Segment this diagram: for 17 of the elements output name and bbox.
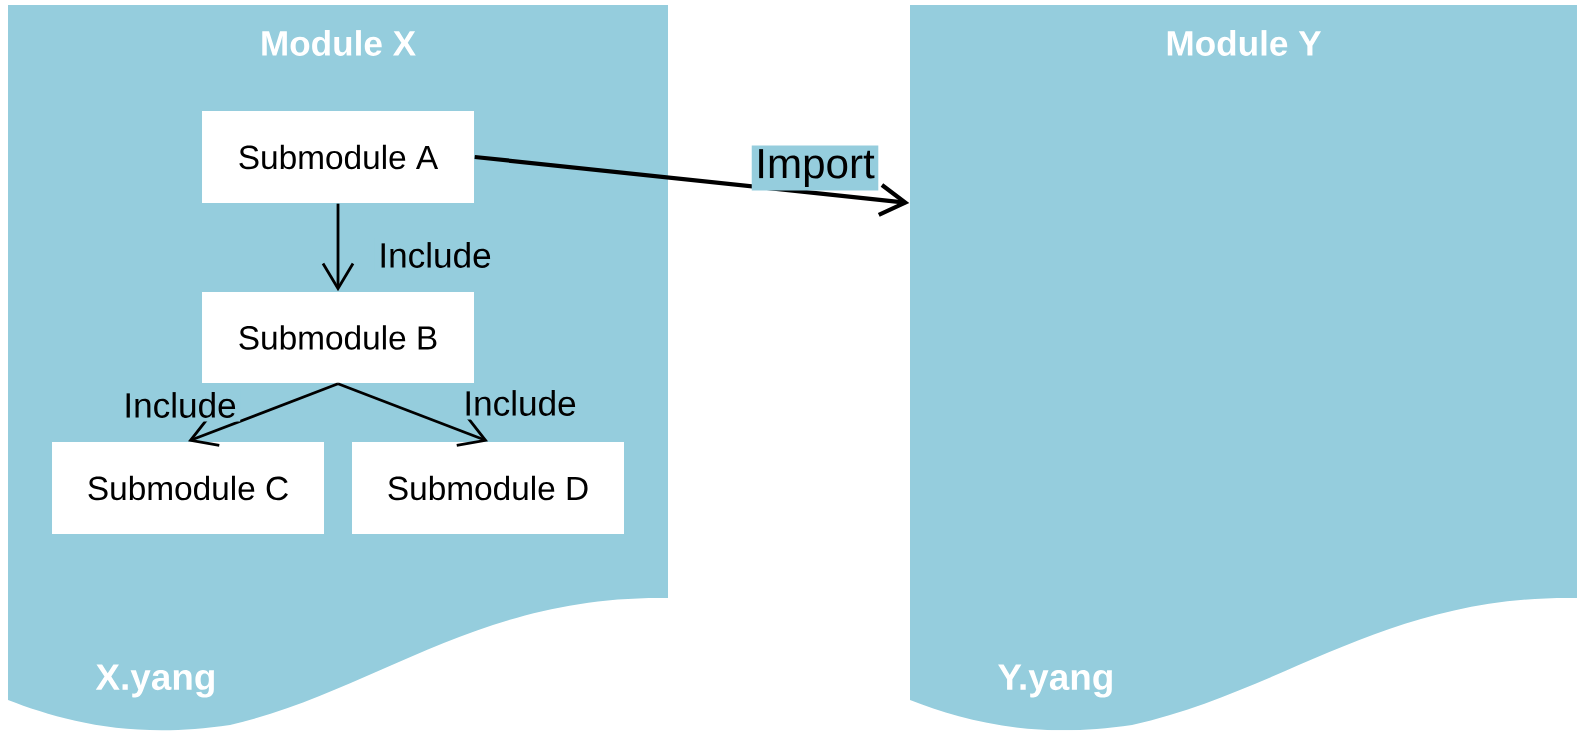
module-title: Module X xyxy=(262,30,416,56)
edge-label: Include xyxy=(381,242,491,268)
edge-label: Include xyxy=(126,392,236,418)
document-shape xyxy=(910,5,1577,731)
submodule-box: Submodule B xyxy=(202,292,474,383)
edge-label: Include xyxy=(466,390,576,416)
module-title: Module Y xyxy=(1167,30,1322,56)
submodule-box: Submodule C xyxy=(52,442,324,534)
arrow xyxy=(337,382,488,447)
submodule-box: Submodule A xyxy=(202,111,474,203)
arrow xyxy=(321,203,355,292)
arrow xyxy=(188,382,339,447)
submodule-box: Submodule D xyxy=(352,442,624,534)
arrow xyxy=(474,154,910,217)
file-name: Y.yang xyxy=(998,664,1112,698)
edge-label: Import xyxy=(759,149,875,187)
file-name: X.yang xyxy=(95,664,214,698)
